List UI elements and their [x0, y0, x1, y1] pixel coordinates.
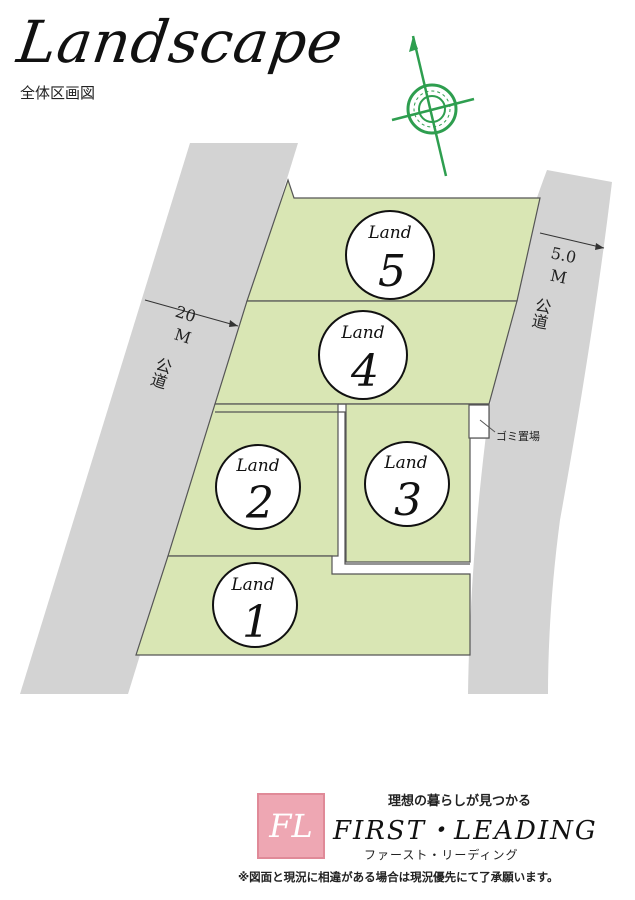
west-road [20, 143, 298, 694]
svg-text:Land: Land [230, 575, 274, 595]
garbage-area-label: ゴミ置場 [496, 429, 540, 443]
footer-tagline: 理想の暮らしが見つかる [388, 794, 532, 809]
lot-1 [135, 555, 471, 656]
page-subtitle: 全体区画図 [20, 84, 96, 102]
east-road-dimension-line [539, 232, 605, 249]
lot-badge-5: Land 5 [345, 210, 435, 300]
lot-boundary [215, 411, 470, 565]
brand-logo: FL [257, 793, 325, 859]
arrowhead-icon [595, 243, 604, 250]
lot-badge-1: Land 1 [212, 562, 298, 648]
lot-badge-2: Land 2 [215, 444, 301, 530]
lot-badge-3: Land 3 [364, 441, 450, 527]
svg-text:Land: Land [235, 456, 279, 476]
svg-text:5: 5 [378, 246, 406, 297]
svg-text:Land: Land [367, 223, 411, 243]
west-road-dimension-line [144, 299, 239, 327]
svg-text:2: 2 [245, 478, 274, 529]
svg-text:3: 3 [394, 475, 422, 526]
disclaimer: ※図面と現況に相違がある場合は現況優先にて了承願います。 [238, 870, 559, 884]
north-compass-icon [391, 35, 475, 177]
svg-text:4: 4 [350, 346, 379, 397]
brand-kana: ファースト・リーディング [364, 848, 519, 862]
svg-text:M: M [172, 325, 193, 348]
arrowhead-icon [229, 320, 238, 327]
brand-name: FIRST・LEADING [333, 816, 598, 846]
brand-logo-text: FL [269, 807, 313, 845]
svg-text:Land: Land [383, 453, 427, 473]
svg-text:Land: Land [340, 323, 384, 343]
svg-text:1: 1 [242, 597, 270, 648]
svg-text:M: M [549, 266, 569, 288]
east-road [468, 170, 612, 694]
garbage-leader-line [479, 419, 496, 433]
lot-badge-4: Land 4 [318, 310, 408, 400]
garbage-area [468, 404, 490, 439]
svg-text:5.0: 5.0 [549, 243, 578, 267]
